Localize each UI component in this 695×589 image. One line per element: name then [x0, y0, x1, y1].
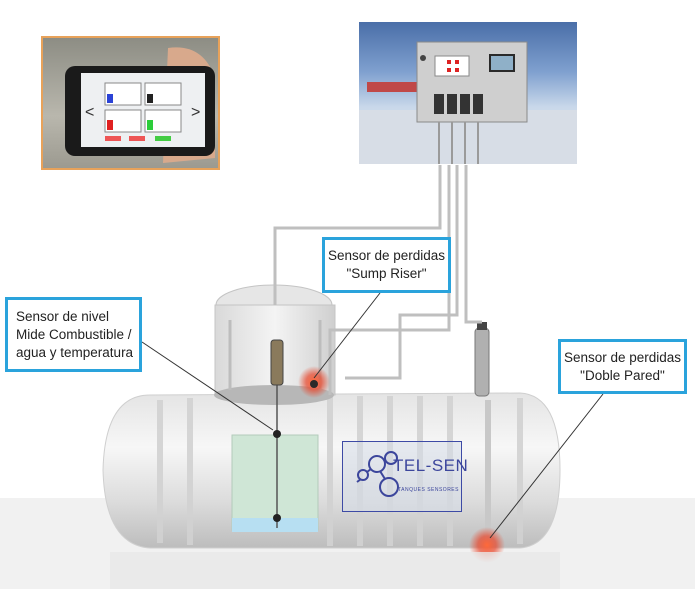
- phone-nav-right: >: [191, 104, 200, 121]
- smartphone-photo: < >: [41, 36, 220, 170]
- fuel-float: [273, 430, 281, 438]
- floor-reflection: [110, 552, 560, 589]
- molecule-logo-icon: [356, 451, 399, 497]
- water-float: [273, 514, 281, 522]
- callout-sump-line-1: Sensor de perdidas: [327, 248, 446, 263]
- tel-sen-logo-panel: [342, 441, 462, 512]
- callout-nivel-line-2: Mide Combustible /: [16, 327, 132, 342]
- smartphone-icon: < >: [65, 47, 215, 163]
- callout-nivel-line-1: Sensor de nivel: [16, 309, 110, 324]
- logo-tagline: TANQUES SENSORES: [398, 487, 459, 493]
- phone-nav-left: <: [85, 104, 94, 121]
- vent-probe: [474, 327, 490, 397]
- callout-doble-pared: Sensor de perdidas "Doble Pared": [558, 339, 687, 394]
- callout-connectors: [141, 292, 604, 539]
- tank: [102, 392, 561, 549]
- logo-name: TEL-SEN: [393, 456, 469, 475]
- callout-doble-line-1: Sensor de perdidas: [563, 350, 682, 365]
- callout-sump-line-2: "Sump Riser": [346, 266, 427, 281]
- callout-sensor-nivel: Sensor de nivel Mide Combustible / agua …: [5, 297, 142, 372]
- callout-sump-riser: Sensor de perdidas "Sump Riser": [322, 237, 451, 293]
- callout-nivel-line-3: agua y temperatura: [16, 345, 134, 360]
- water-level: [232, 518, 318, 532]
- doble-pared-sensor-strip: [485, 400, 491, 540]
- level-probe-head: [270, 339, 284, 386]
- callout-doble-line-2: "Doble Pared": [580, 368, 665, 383]
- control-panel-photo: [359, 22, 577, 164]
